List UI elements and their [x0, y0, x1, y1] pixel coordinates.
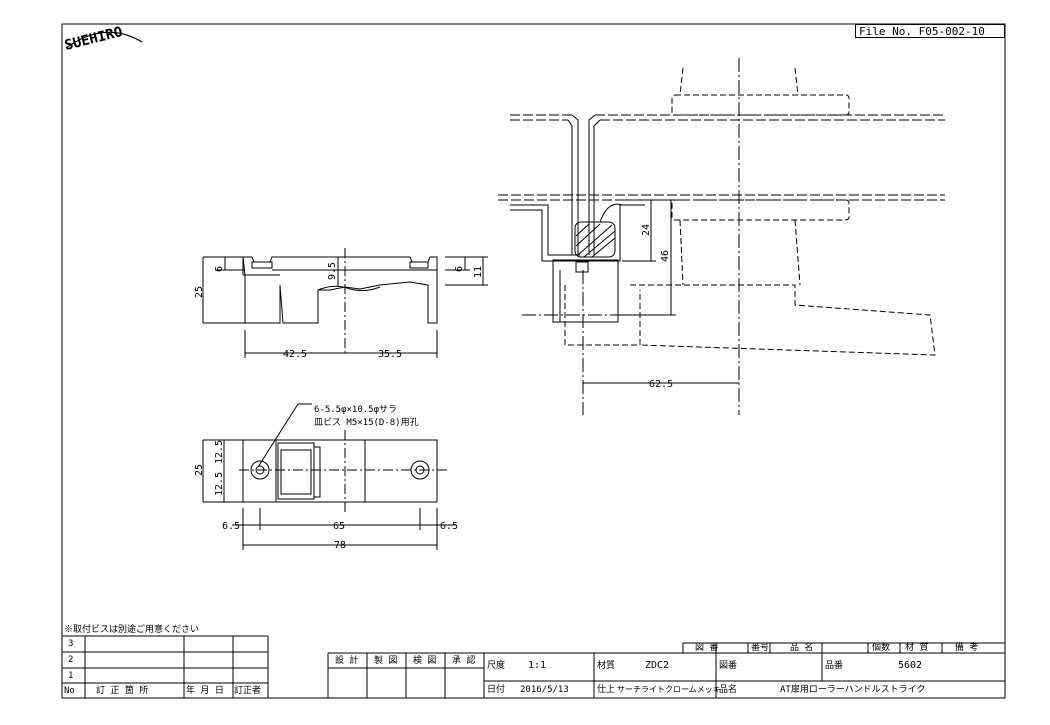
dim-6-right: 6: [454, 266, 465, 272]
dim-24: 24: [641, 224, 652, 236]
dim-46: 46: [660, 250, 671, 262]
parts-header-material: 材 質: [905, 643, 929, 653]
dim-11: 11: [473, 266, 484, 278]
finish-value: サーチライトクロームメッキ: [617, 685, 721, 694]
dim-6-5-left: 6.5: [222, 521, 240, 532]
finish-label: 仕上: [597, 685, 616, 695]
date-label: 日付: [487, 685, 506, 695]
sheet-border: [61, 23, 1006, 699]
parts-header-drawing-no: 図 番: [695, 643, 719, 653]
name-label: 品名: [719, 685, 738, 695]
section-view: [498, 58, 945, 415]
scale-value: 1:1: [528, 660, 547, 671]
revision-row-1: 1: [68, 671, 74, 681]
parts-header-number: 番号: [751, 643, 770, 653]
material-value: ZDC2: [645, 660, 670, 671]
dim-6-left: 6: [214, 266, 225, 272]
hole-note-line1: 6-5.5φ×10.5φサラ: [314, 405, 398, 415]
revision-row-3: 3: [68, 639, 74, 649]
revision-row-2: 2: [68, 655, 74, 665]
scale-label: 尺度: [487, 661, 506, 671]
parts-header-qty: 個数: [872, 643, 891, 653]
part-no-label: 品番: [825, 661, 844, 671]
title-block: [327, 642, 1005, 698]
dim-35-5: 35.5: [378, 349, 402, 360]
dim-78: 78: [334, 540, 346, 551]
dim-62-5: 62.5: [649, 379, 673, 390]
dim-25-plan: 25: [194, 464, 205, 476]
plan-view: [202, 403, 455, 550]
date-value: 2016/5/13: [520, 685, 569, 695]
revision-header-reviser: 訂正者: [234, 686, 262, 696]
dim-65: 65: [333, 521, 345, 532]
approval-check: 検 図: [413, 656, 437, 666]
approval-drafting: 製 図: [374, 656, 398, 666]
material-label: 材質: [597, 661, 616, 671]
dim-9-5: 9.5: [327, 262, 338, 280]
name-value: AT扉用ローラーハンドルストライク: [780, 685, 926, 695]
approval-design: 設 計: [335, 656, 359, 666]
drawing-no-label: 図番: [719, 661, 738, 671]
revision-header-location: 訂 正 箇 所: [96, 686, 149, 696]
revision-header-date: 年 月 日: [186, 686, 224, 696]
parts-header-name: 品 名: [790, 643, 814, 653]
approval-approve: 承 認: [452, 656, 476, 666]
dim-12-5-top: 12.5: [214, 440, 225, 464]
revision-table: [62, 635, 269, 698]
dim-42-5: 42.5: [283, 349, 307, 360]
hole-note-line2: 皿ビス M5×15(D-8)用孔: [314, 418, 419, 428]
side-view: [202, 248, 488, 358]
file-number: File_No. F05-002-10: [855, 24, 1005, 38]
suehiro-logo: SUEHIRO: [63, 24, 143, 54]
dim-12-5-bottom: 12.5: [214, 472, 225, 496]
logo-text: SUEHIRO: [63, 24, 124, 54]
dim-25-side: 25: [194, 286, 205, 298]
screw-note: ※取付ビスは別途ご用意ください: [64, 625, 200, 635]
parts-header-remarks: 備 考: [955, 643, 979, 653]
part-no-value: 5602: [898, 660, 923, 671]
revision-header-no: No: [64, 686, 75, 696]
dim-6-5-right: 6.5: [440, 521, 458, 532]
